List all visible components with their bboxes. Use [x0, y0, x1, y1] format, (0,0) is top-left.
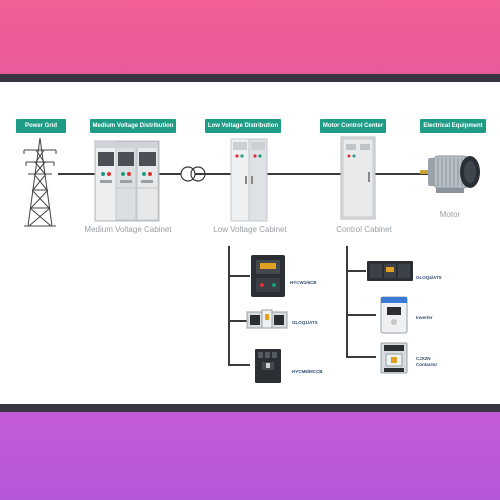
tag-low-voltage-distribution: Low Voltage Distribution [205, 119, 281, 133]
medium-voltage-cabinet-image [94, 140, 160, 222]
tag-medium-voltage-distribution: Medium Voltage Distribution [90, 119, 176, 133]
caption-low-voltage-cabinet: Low Voltage Cabinet [213, 225, 287, 234]
lv-branch-h3 [228, 364, 250, 366]
bottom-purple-band [0, 412, 500, 500]
ats-controller-icon [367, 261, 413, 281]
power-tower-icon [23, 137, 57, 227]
lv-branch-h2 [228, 320, 250, 322]
ats-switch-icon [246, 309, 288, 329]
caption-medium-voltage-cabinet: Medium Voltage Cabinet [84, 225, 172, 234]
control-cabinet-image [340, 136, 376, 220]
control-branch-h1 [346, 270, 366, 272]
lv-branch-vertical [228, 246, 230, 366]
control-branch-h3 [346, 356, 376, 358]
diagram-panel: Power Grid Medium Voltage Distribution L… [0, 82, 500, 404]
caption-motor: Motor [439, 210, 461, 219]
low-voltage-cabinet-image [230, 138, 268, 222]
label-cjx2n-contactor: CJX2N Contactor [416, 356, 438, 367]
tag-power-grid: Power Grid [16, 119, 66, 133]
label-gloq4-ats: GLOQ4/ATS [416, 275, 442, 280]
top-pink-band [0, 0, 500, 78]
tag-electrical-equipment: Electrical Equipment [420, 119, 486, 133]
top-dark-stripe [0, 74, 500, 82]
label-hycw1-6cb: HYCW1/6CB [290, 280, 317, 285]
inverter-icon [380, 296, 408, 334]
label-inverter: Inverter [416, 315, 433, 320]
label-hycm6-mccb: HYCM6/MCCB [292, 369, 323, 374]
transformer-symbol-icon [180, 166, 206, 182]
control-branch-vertical [346, 246, 348, 358]
bottom-dark-stripe [0, 404, 500, 412]
motor-image [420, 155, 480, 193]
control-branch-h2 [346, 314, 376, 316]
lv-branch-h1 [228, 275, 250, 277]
mccb-icon [255, 349, 281, 383]
caption-control-cabinet: Control Cabinet [336, 225, 392, 234]
air-circuit-breaker-icon [251, 255, 285, 297]
tag-motor-control-center: Motor Control Center [320, 119, 386, 133]
contactor-icon [380, 342, 408, 374]
label-gloq1-ats: GLOQ1/ATS [292, 320, 318, 325]
